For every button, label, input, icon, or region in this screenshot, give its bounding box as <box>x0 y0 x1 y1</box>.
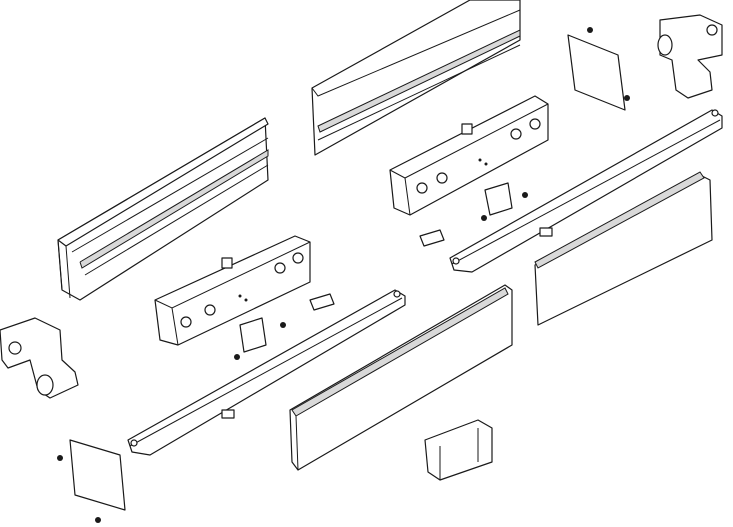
carriage-left <box>154 235 311 346</box>
carriage-right <box>389 95 549 216</box>
clip-left <box>234 317 286 360</box>
floor-guide <box>424 419 493 481</box>
cover-panel-right <box>534 171 713 326</box>
clip-right <box>481 182 528 221</box>
end-plate-top <box>567 34 626 111</box>
stopper-pad-left <box>309 293 335 311</box>
upper-rail-right <box>311 0 521 156</box>
guide-bar-left <box>127 289 406 456</box>
end-bracket-right <box>657 14 723 99</box>
cover-profile-left <box>289 284 513 471</box>
stopper-pad-right <box>419 229 445 247</box>
guide-bar-right <box>449 109 723 273</box>
upper-rail-left <box>57 117 269 301</box>
end-bracket-left <box>0 317 79 399</box>
end-plate-bottom <box>69 439 126 511</box>
